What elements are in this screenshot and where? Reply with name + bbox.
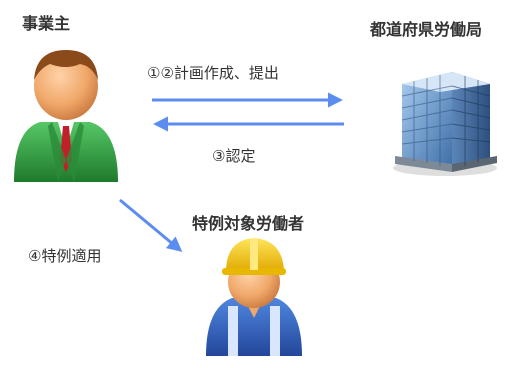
office-building-icon [393,72,497,176]
special-application-label: ④特例適用 [28,247,102,265]
labor-bureau-label: 都道府県労働局 [370,20,483,39]
construction-worker-icon [206,238,302,356]
certification-label: ③認定 [212,147,256,165]
plan-submit-label: ①②計画作成、提出 [147,64,279,82]
businessman-icon [14,50,118,182]
special-worker-label: 特例対象労働者 [192,214,305,233]
special-application-arrow [119,198,183,252]
employer-label: 事業主 [22,14,71,33]
